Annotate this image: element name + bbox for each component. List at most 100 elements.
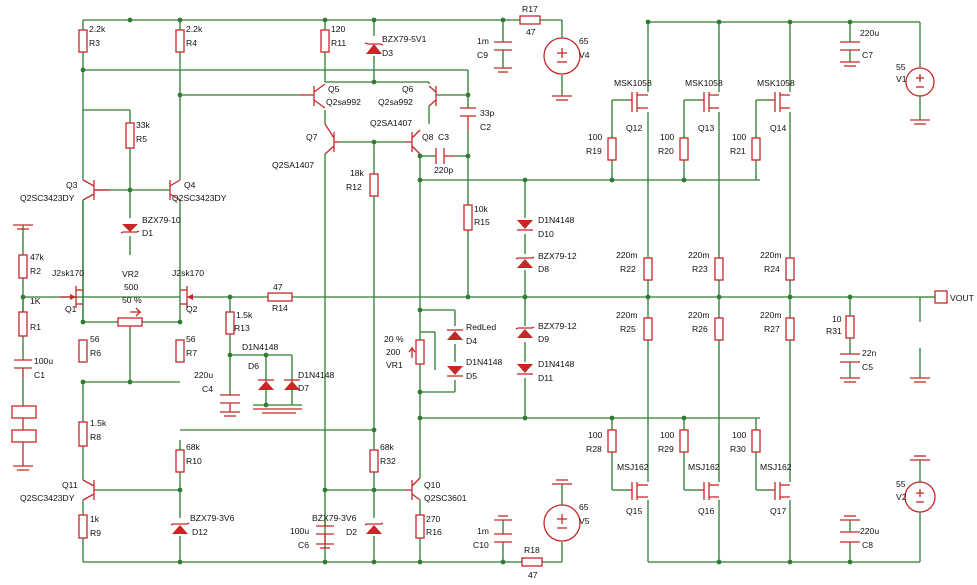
- diode-d6: [258, 379, 274, 390]
- label-r21: R21: [730, 146, 746, 156]
- label-q11: Q11: [62, 480, 78, 490]
- zener-d9: [515, 326, 535, 338]
- label-vr1p: 20 %: [384, 334, 404, 344]
- label-d3: D3: [382, 48, 393, 58]
- label-vr2: VR2: [122, 269, 139, 279]
- potentiometer-vr2: [117, 317, 143, 327]
- label-c2v: 33p: [480, 108, 495, 118]
- resistor-r4: [175, 29, 185, 53]
- mosfet-q13: [700, 92, 719, 112]
- ground-v5: [552, 479, 572, 485]
- label-r13v: 1.5k: [236, 310, 253, 320]
- resistor-r13: [225, 311, 235, 335]
- label-r10v: 68k: [186, 442, 201, 452]
- potentiometer-vr1: [415, 339, 425, 365]
- label-r16v: 270: [426, 514, 441, 524]
- transistors: [60, 83, 790, 501]
- resistor-r32: [369, 449, 379, 473]
- resistor-r12: [369, 173, 379, 197]
- ground-vout: [910, 377, 930, 383]
- label-q8t: Q2SA1407: [370, 118, 412, 128]
- label-r32v: 68k: [380, 442, 395, 452]
- label-r9: R9: [90, 528, 101, 538]
- label-d7n: D7: [298, 383, 309, 393]
- diode-d10: [517, 220, 533, 231]
- label-r20: R20: [658, 146, 674, 156]
- voltage-sources: [543, 37, 936, 542]
- label-d3v: BZX79-5V1: [382, 34, 427, 44]
- resistor-r20: [679, 137, 689, 161]
- label-msk2: MSK1058: [685, 78, 723, 88]
- mosfet-q17: [770, 482, 790, 500]
- resistor-r10: [175, 449, 185, 473]
- resistor-r19: [607, 137, 617, 161]
- capacitor-c3: [435, 148, 455, 164]
- label-c3: C3: [438, 132, 449, 142]
- zener-d3: [364, 42, 384, 54]
- mosfet-q16: [700, 482, 719, 500]
- label-vout: VOUT: [950, 293, 975, 303]
- label-c9v: 1m: [477, 36, 489, 46]
- resistor-r31: [845, 315, 855, 339]
- zener-d2: [364, 522, 384, 534]
- resistor-r9: [78, 514, 88, 539]
- label-vr2p: 50 %: [122, 295, 142, 305]
- zener-d1: [120, 224, 140, 234]
- label-d8v: BZX79-12: [538, 251, 577, 261]
- grounds: [13, 61, 930, 549]
- transistor-q7: [324, 123, 340, 155]
- label-q11t: Q2SC3423DY: [20, 493, 75, 503]
- capacitor-c2: [460, 107, 476, 130]
- diodes: [120, 42, 535, 534]
- input-source-top: [11, 405, 37, 419]
- label-r6: R6: [90, 348, 101, 358]
- capacitor-c4: [220, 394, 240, 412]
- label-r14v: 47: [273, 282, 283, 292]
- zener-d12: [170, 522, 190, 534]
- label-q4: Q4: [184, 180, 196, 190]
- capacitor-c7: [840, 41, 860, 51]
- label-q13: Q13: [698, 123, 714, 133]
- resistor-r5: [125, 122, 135, 149]
- label-d6d7v: D1N4148: [242, 342, 279, 352]
- mosfet-q15: [628, 482, 648, 500]
- resistor-r2: [18, 254, 28, 279]
- label-r31: R31: [826, 326, 842, 336]
- label-v4v: 65: [579, 36, 589, 46]
- label-q8: Q8: [422, 132, 434, 142]
- capacitors: [14, 41, 860, 544]
- label-d5v: D1N4148: [466, 357, 503, 367]
- ground-v4: [552, 95, 572, 101]
- label-vr1: VR1: [386, 360, 403, 370]
- resistor-r6: [78, 339, 88, 363]
- label-r7: R7: [186, 348, 197, 358]
- transistor-q11: [82, 479, 95, 501]
- label-d7: D1N4148: [298, 370, 335, 380]
- label-r19: R19: [586, 146, 602, 156]
- label-r24v: 220m: [760, 250, 782, 260]
- label-d9v: BZX79-12: [538, 321, 577, 331]
- label-r8: R8: [90, 432, 101, 442]
- capacitor-c5: [840, 353, 860, 363]
- label-q5: Q5: [328, 84, 340, 94]
- diode-d5: [447, 366, 463, 377]
- label-r20v: 100: [660, 132, 675, 142]
- label-c3v: 220p: [434, 165, 453, 175]
- label-r2v: 47k: [30, 252, 45, 262]
- junctions: [20, 17, 853, 565]
- label-r25v: 220m: [616, 310, 638, 320]
- label-r27v: 220m: [760, 310, 782, 320]
- label-d5: D5: [466, 371, 477, 381]
- label-r26: R26: [692, 324, 708, 334]
- capacitor-c10: [494, 533, 512, 543]
- ground-v2: [910, 455, 930, 461]
- led-d4: [447, 329, 463, 340]
- label-msj3: MSJ162: [760, 462, 792, 472]
- label-c6v: 100u: [290, 526, 309, 536]
- label-vr2v: 500: [124, 282, 139, 292]
- resistor-r14: [267, 292, 293, 302]
- label-r12: R12: [346, 182, 362, 192]
- label-r32: R32: [380, 456, 396, 466]
- label-c2: C2: [480, 122, 491, 132]
- label-d4v: RedLed: [466, 322, 496, 332]
